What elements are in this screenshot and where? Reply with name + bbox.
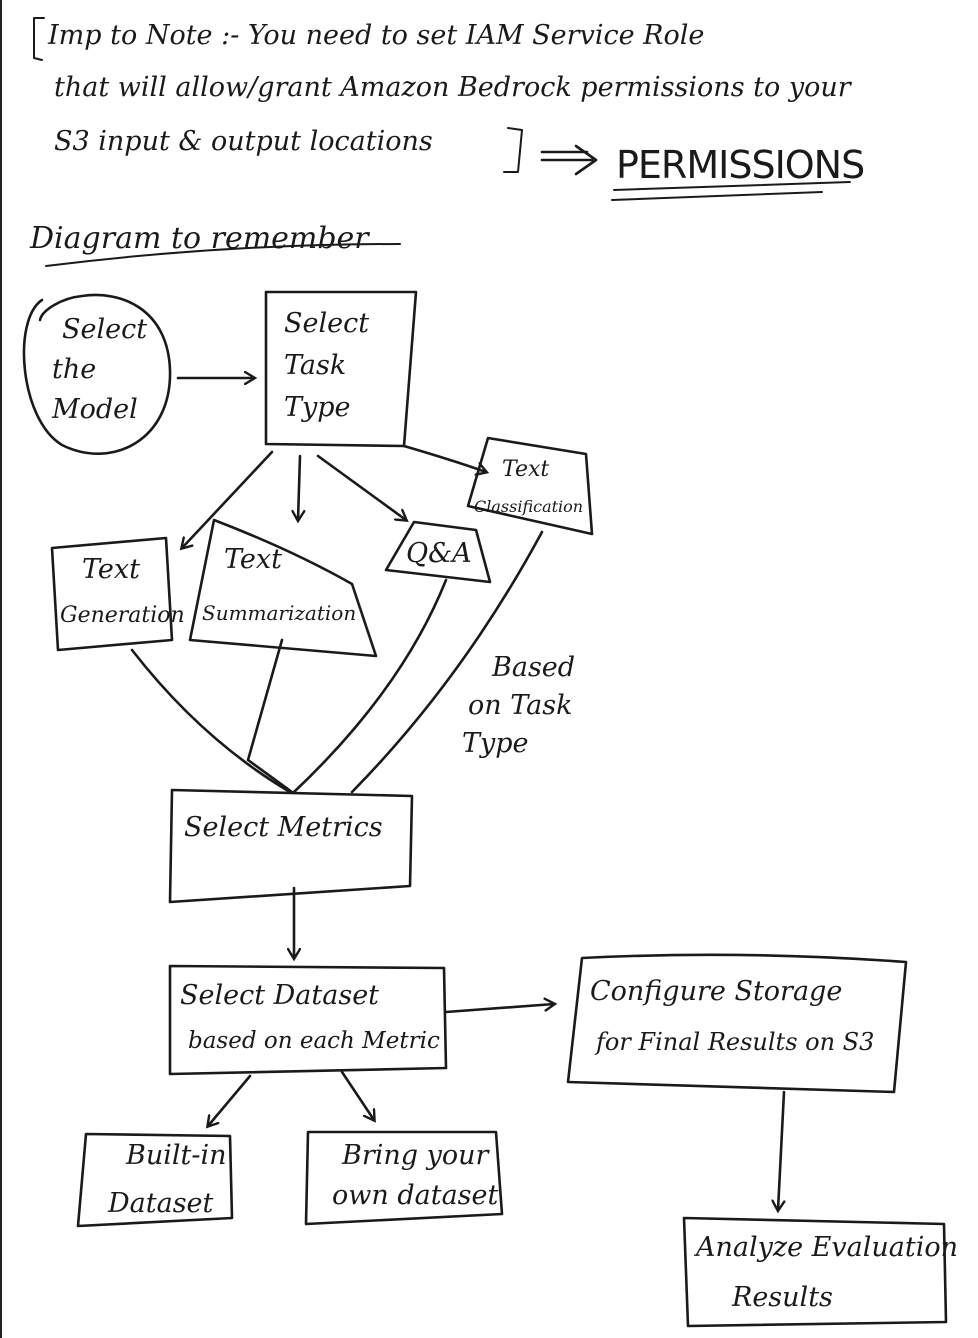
node-bring-own-dataset: Bring your own dataset	[304, 1130, 504, 1226]
text-generation-line-2: Generation	[60, 603, 185, 628]
text-classification-outline	[466, 436, 594, 536]
line-generation-to-metrics	[130, 648, 292, 794]
qa-outline	[384, 520, 492, 584]
edge-label-line-3: Type	[462, 728, 529, 759]
text-classification-line-1: Text	[502, 457, 549, 482]
note-line-1: Imp to Note :- You need to set IAM Servi…	[47, 20, 704, 51]
select-model-line-2: the	[52, 354, 96, 385]
select-model-line-3: Model	[51, 394, 138, 425]
line-qa-to-metrics	[292, 578, 448, 794]
select-dataset-outline	[168, 964, 448, 1076]
arrow-storage-to-analyze	[778, 1090, 784, 1210]
arrow-dataset-to-own	[340, 1070, 374, 1120]
select-model-outline	[22, 293, 172, 455]
select-task-type-line-3: Type	[284, 392, 351, 423]
node-qa: Q&A	[384, 520, 492, 584]
text-generation-line-1: Text	[82, 554, 140, 585]
builtin-dataset-line-1: Built-in	[125, 1140, 227, 1171]
select-task-type-line-2: Task	[284, 350, 346, 381]
arrow-task-to-summarization	[298, 454, 300, 520]
svg-text:Analyze Evaluation Resul: Analyze Evaluation Results	[693, 1232, 967, 1313]
svg-text:Based on Task Type: Based on Task Type	[462, 652, 584, 759]
node-text-generation: Text Generation	[50, 536, 185, 652]
configure-storage-outline	[566, 953, 908, 1094]
note-line-3: S3 input & output locations	[54, 126, 433, 157]
permissions-underline-2	[611, 191, 823, 201]
svg-text:Configure Storage for Fi: Configure Storage for Final Results on S…	[590, 976, 874, 1056]
edge-label-line-2: on Task	[468, 690, 572, 721]
arrow-task-to-classification	[402, 444, 486, 472]
node-analyze-results: Analyze Evaluation Results	[682, 1216, 967, 1328]
select-dataset-line-2: based on each Metric	[188, 1028, 440, 1054]
line-classification-to-metrics	[350, 530, 544, 794]
text-generation-outline	[50, 536, 174, 652]
arrow-dataset-to-builtin	[208, 1074, 252, 1126]
bring-own-dataset-line-2: own dataset	[332, 1180, 499, 1211]
node-builtin-dataset: Built-in Dataset	[76, 1132, 235, 1228]
arrow-task-to-generation	[182, 450, 274, 548]
node-select-task-type: Select Task Type	[264, 290, 418, 448]
analyze-results-line-2: Results	[731, 1282, 833, 1313]
note-close-bracket	[503, 127, 523, 173]
node-select-model: Select the Model	[22, 293, 172, 455]
text-summarization-line-1: Text	[224, 544, 282, 575]
select-metrics-outline	[168, 788, 414, 904]
select-dataset-line-1: Select Dataset	[180, 980, 379, 1011]
configure-storage-line-1: Configure Storage	[590, 976, 842, 1007]
node-text-summarization: Text Summarization	[188, 518, 378, 658]
svg-text:Select the Model: Select the Model	[51, 314, 156, 425]
svg-text:Text Summarization: Text Summarization	[202, 544, 356, 625]
select-task-type-line-1: Select	[284, 308, 369, 339]
svg-text:Select Task Type: Select Task Type	[284, 308, 378, 423]
analyze-results-outline	[682, 1216, 948, 1328]
svg-text:Bring your own dataset: Bring your own dataset	[332, 1140, 499, 1211]
diagram-title: Diagram to remember	[29, 221, 401, 267]
text-summarization-line-2: Summarization	[202, 601, 356, 625]
builtin-dataset-outline	[76, 1132, 234, 1228]
edge-label-based-on-task-type: Based on Task Type	[462, 652, 584, 759]
svg-text:Built-in Dataset: Built-in Dataset	[107, 1140, 235, 1219]
configure-storage-line-2: for Final Results on S3	[594, 1028, 874, 1056]
node-text-classification: Text Classification	[466, 436, 594, 536]
note-open-bracket	[33, 17, 45, 61]
analyze-results-line-1: Analyze Evaluation	[693, 1232, 958, 1263]
bring-own-dataset-line-1: Bring your	[341, 1140, 491, 1171]
note-line-2: that will allow/grant Amazon Bedrock per…	[54, 72, 853, 103]
bring-own-dataset-outline	[304, 1130, 504, 1226]
svg-text:Text Generation: Text Generation	[60, 554, 185, 628]
permissions-underline-1	[613, 181, 851, 191]
important-note: Imp to Note :- You need to set IAM Servi…	[33, 17, 865, 201]
qa-label: Q&A	[406, 538, 472, 569]
svg-text:Select Dataset based on: Select Dataset based on each Metric	[180, 980, 440, 1054]
select-model-line-1: Select	[62, 314, 147, 345]
text-classification-line-2: Classification	[474, 497, 583, 516]
arrow-dataset-to-storage	[444, 1004, 554, 1014]
line-summarization-to-metrics	[246, 638, 294, 794]
select-metrics-label: Select Metrics	[184, 812, 383, 843]
edge-label-line-1: Based	[491, 652, 575, 683]
permissions-keyword: PERMISSIONS	[616, 143, 864, 187]
arrow-task-to-qa	[316, 454, 406, 520]
builtin-dataset-line-2: Dataset	[107, 1188, 214, 1219]
connectors	[130, 378, 784, 1210]
double-arrow	[540, 144, 598, 176]
node-configure-storage: Configure Storage for Final Results on S…	[566, 953, 908, 1094]
title-underline	[45, 243, 401, 267]
node-select-metrics: Select Metrics	[168, 788, 414, 904]
svg-text:Text Classification: Text Classification	[474, 457, 583, 516]
node-select-dataset: Select Dataset based on each Metric	[168, 964, 448, 1076]
text-summarization-outline	[188, 518, 378, 658]
